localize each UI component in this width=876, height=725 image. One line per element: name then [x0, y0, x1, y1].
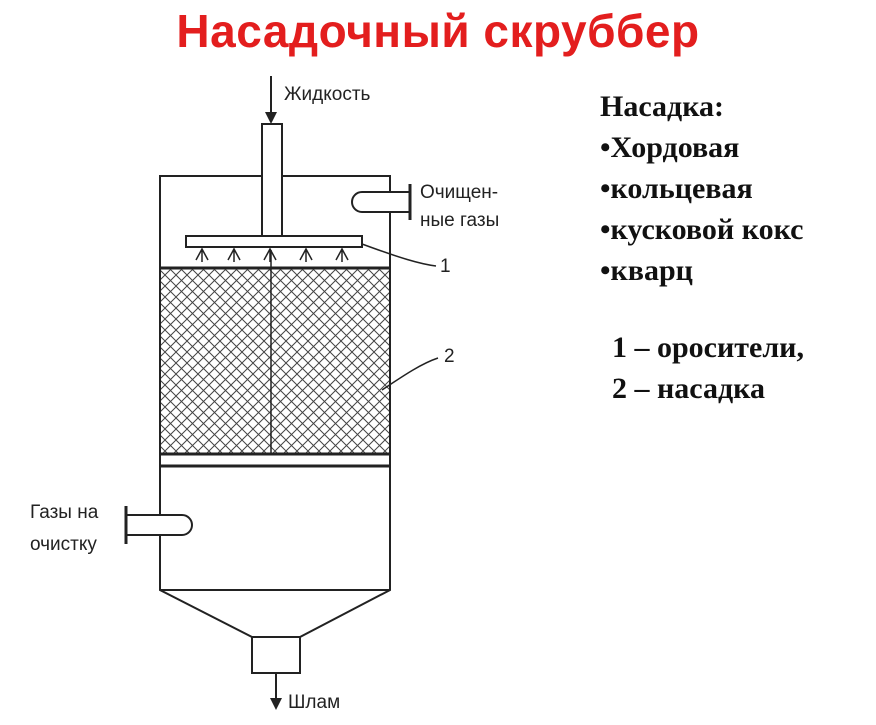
callout-legend-item-2: 2 – насадка — [612, 372, 765, 405]
legend-heading: Насадка: — [600, 90, 725, 123]
liquid-inlet-label: Жидкость — [284, 84, 371, 105]
gas-inlet-label-line1: Газы на — [30, 502, 99, 523]
liquid-inlet-pipe — [261, 76, 283, 237]
scrubber-diagram: Жидкость Очищен- ные газы Газы на очистк… — [30, 76, 499, 713]
callout-legend-item-1: 1 – оросители, — [612, 331, 804, 364]
packing-type-item: кольцевая — [600, 168, 804, 209]
packing-type-item: кусковой кокс — [600, 209, 804, 250]
callout-2-leader — [381, 357, 439, 391]
sludge-label: Шлам — [288, 692, 340, 713]
callout-1-leader — [361, 243, 437, 267]
callout-2: 2 — [444, 346, 455, 367]
gas-inlet-label-line2: очистку — [30, 534, 97, 555]
packing-type-item: кварц — [600, 250, 804, 291]
sludge-outlet — [251, 636, 301, 674]
packing-types-list: Хордовая кольцевая кусковой кокс кварц — [600, 127, 804, 291]
callout-legend: 1 – оросители, 2 – насадка — [600, 327, 804, 409]
legend-panel: Насадка: Хордовая кольцевая кусковой кок… — [600, 86, 804, 409]
packing-type-item: Хордовая — [600, 127, 804, 168]
packing-bed — [159, 267, 391, 455]
sludge-arrow — [270, 673, 282, 710]
sprinkler-distributor — [185, 235, 363, 262]
gas-inlet — [124, 506, 193, 544]
page-title: Насадочный скруббер — [176, 5, 700, 57]
callout-1: 1 — [440, 256, 451, 277]
clean-gas-outlet — [351, 184, 412, 220]
clean-gas-label-line1: Очищен- — [420, 182, 498, 203]
clean-gas-label-line2: ные газы — [420, 210, 499, 231]
